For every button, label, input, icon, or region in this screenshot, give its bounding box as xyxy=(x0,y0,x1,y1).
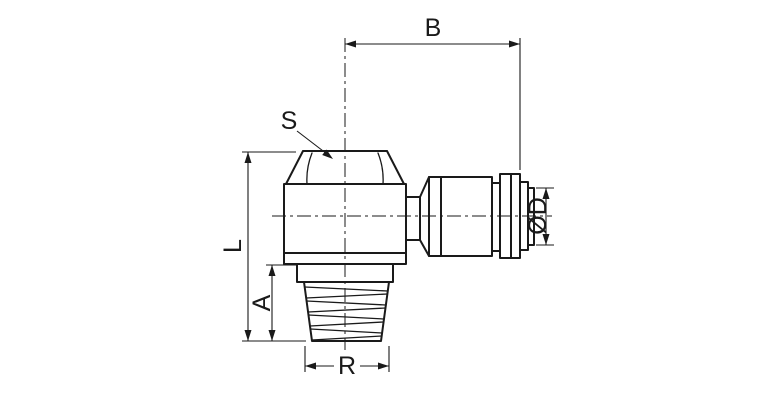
dimension-r-extensions xyxy=(304,346,390,372)
dimension-b: B xyxy=(345,14,521,170)
dimension-d-extensions xyxy=(536,187,554,246)
label-s-arrow xyxy=(322,149,333,159)
hex-nut-facets xyxy=(306,152,384,185)
dimension-d-label: ØD xyxy=(524,197,552,235)
dimension-l: L xyxy=(219,151,306,342)
dimension-r: R xyxy=(304,346,390,380)
hex-nut-outline xyxy=(285,150,405,185)
label-s: S xyxy=(281,107,333,159)
release-collet-outline xyxy=(519,181,535,251)
centerlines xyxy=(272,38,552,350)
dimension-l-label: L xyxy=(219,239,247,253)
outlet-neck-outline xyxy=(405,176,430,257)
dimension-b-label: B xyxy=(425,14,442,42)
label-s-leader xyxy=(296,130,328,155)
label-s-text: S xyxy=(281,107,298,135)
dimension-a: A xyxy=(248,264,296,341)
dimension-d: ØD xyxy=(524,187,554,246)
dimension-a-label: A xyxy=(248,294,276,311)
fitting-outline xyxy=(283,150,535,342)
step-outline xyxy=(296,263,394,283)
cartridge-outline xyxy=(428,173,521,259)
thread-lines xyxy=(304,286,389,341)
dimension-r-label: R xyxy=(338,352,356,380)
body-outline xyxy=(283,183,407,265)
dimension-l-extensions xyxy=(242,151,306,342)
